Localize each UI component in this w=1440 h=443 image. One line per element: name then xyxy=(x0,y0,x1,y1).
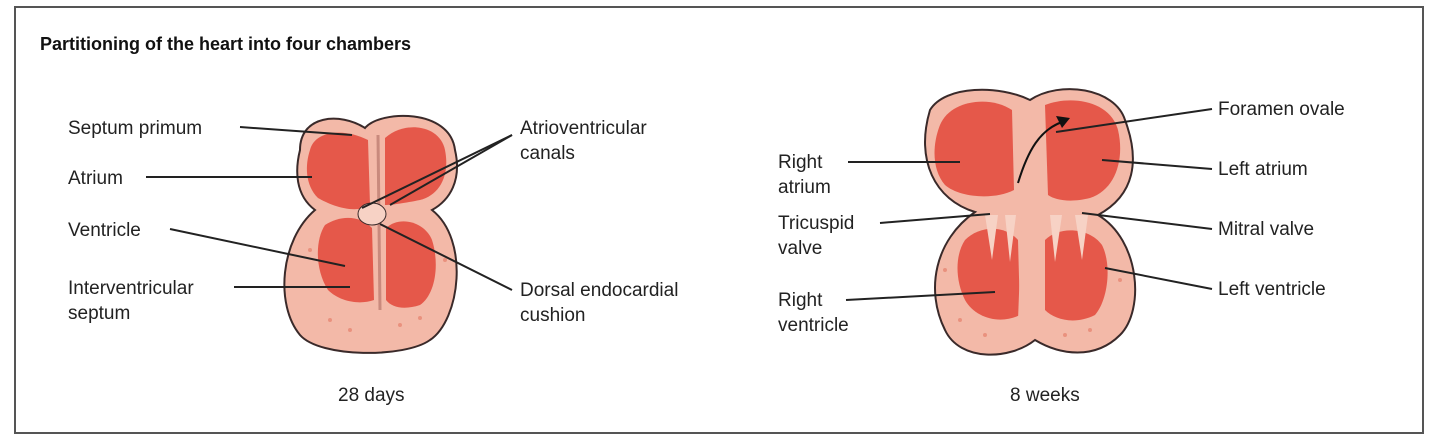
label-tricuspid-valve-line1: Tricuspid xyxy=(778,213,855,234)
label-mitral-valve: Mitral valve xyxy=(1218,219,1315,240)
label-av-canals-line2: canals xyxy=(520,143,575,164)
heart-8-weeks-right-atrium xyxy=(934,101,1014,197)
heart-8-weeks xyxy=(924,88,1137,356)
label-right-atrium-line1: Right xyxy=(778,152,823,173)
heart-28-days-ventricle-left xyxy=(317,217,374,303)
heart-28-days-atrium-right xyxy=(385,127,447,205)
caption-8-weeks: 8 weeks xyxy=(1010,385,1080,406)
label-foramen-ovale: Foramen ovale xyxy=(1218,99,1345,120)
label-tricuspid-valve-line2: valve xyxy=(778,238,823,259)
heart-28-days xyxy=(283,114,458,354)
foramen-ovale-arrow xyxy=(1017,121,1063,184)
label-interventricular-septum-line1: Interventricular xyxy=(68,278,194,299)
figure-title: Partitioning of the heart into four cham… xyxy=(40,34,412,54)
label-av-canals: Atrioventricular canals xyxy=(520,116,647,166)
heart-8-weeks-atrial-septum xyxy=(1020,115,1042,215)
label-dorsal-cushion-line1: Dorsal endocardial xyxy=(520,280,679,301)
leader-lines-8-weeks xyxy=(845,108,1213,301)
figure-frame xyxy=(14,6,1424,434)
label-interventricular-septum-line2: septum xyxy=(68,303,131,324)
caption-28-days: 28 days xyxy=(338,385,405,406)
label-av-canals-line1: Atrioventricular xyxy=(520,118,647,139)
label-dorsal-cushion-line2: cushion xyxy=(520,305,586,326)
label-tricuspid-valve: Tricuspid valve xyxy=(778,211,854,261)
label-right-atrium: Right atrium xyxy=(778,150,831,200)
label-right-ventricle: Right ventricle xyxy=(778,288,849,338)
label-ventricle: Ventricle xyxy=(68,220,141,241)
heart-28-days-cushion xyxy=(357,202,387,226)
leader-lines-28-days xyxy=(146,126,513,291)
label-right-ventricle-line2: ventricle xyxy=(778,315,849,336)
label-dorsal-endocardial-cushion: Dorsal endocardial cushion xyxy=(520,278,678,328)
heart-8-weeks-left-ventricle xyxy=(1045,230,1108,321)
heart-8-weeks-right-ventricle xyxy=(957,228,1020,320)
heart-28-days-atrium-left xyxy=(306,132,370,210)
heart-28-days-ventricle-right xyxy=(386,221,436,308)
label-interventricular-septum: Interventricular septum xyxy=(68,276,194,326)
label-right-atrium-line2: atrium xyxy=(778,177,831,198)
label-left-ventricle: Left ventricle xyxy=(1218,279,1326,300)
heart-8-weeks-ventricular-septum xyxy=(1018,215,1045,330)
label-right-ventricle-line1: Right xyxy=(778,290,823,311)
label-atrium: Atrium xyxy=(68,168,123,189)
label-septum-primum: Septum primum xyxy=(68,118,203,139)
label-left-atrium: Left atrium xyxy=(1218,159,1308,180)
